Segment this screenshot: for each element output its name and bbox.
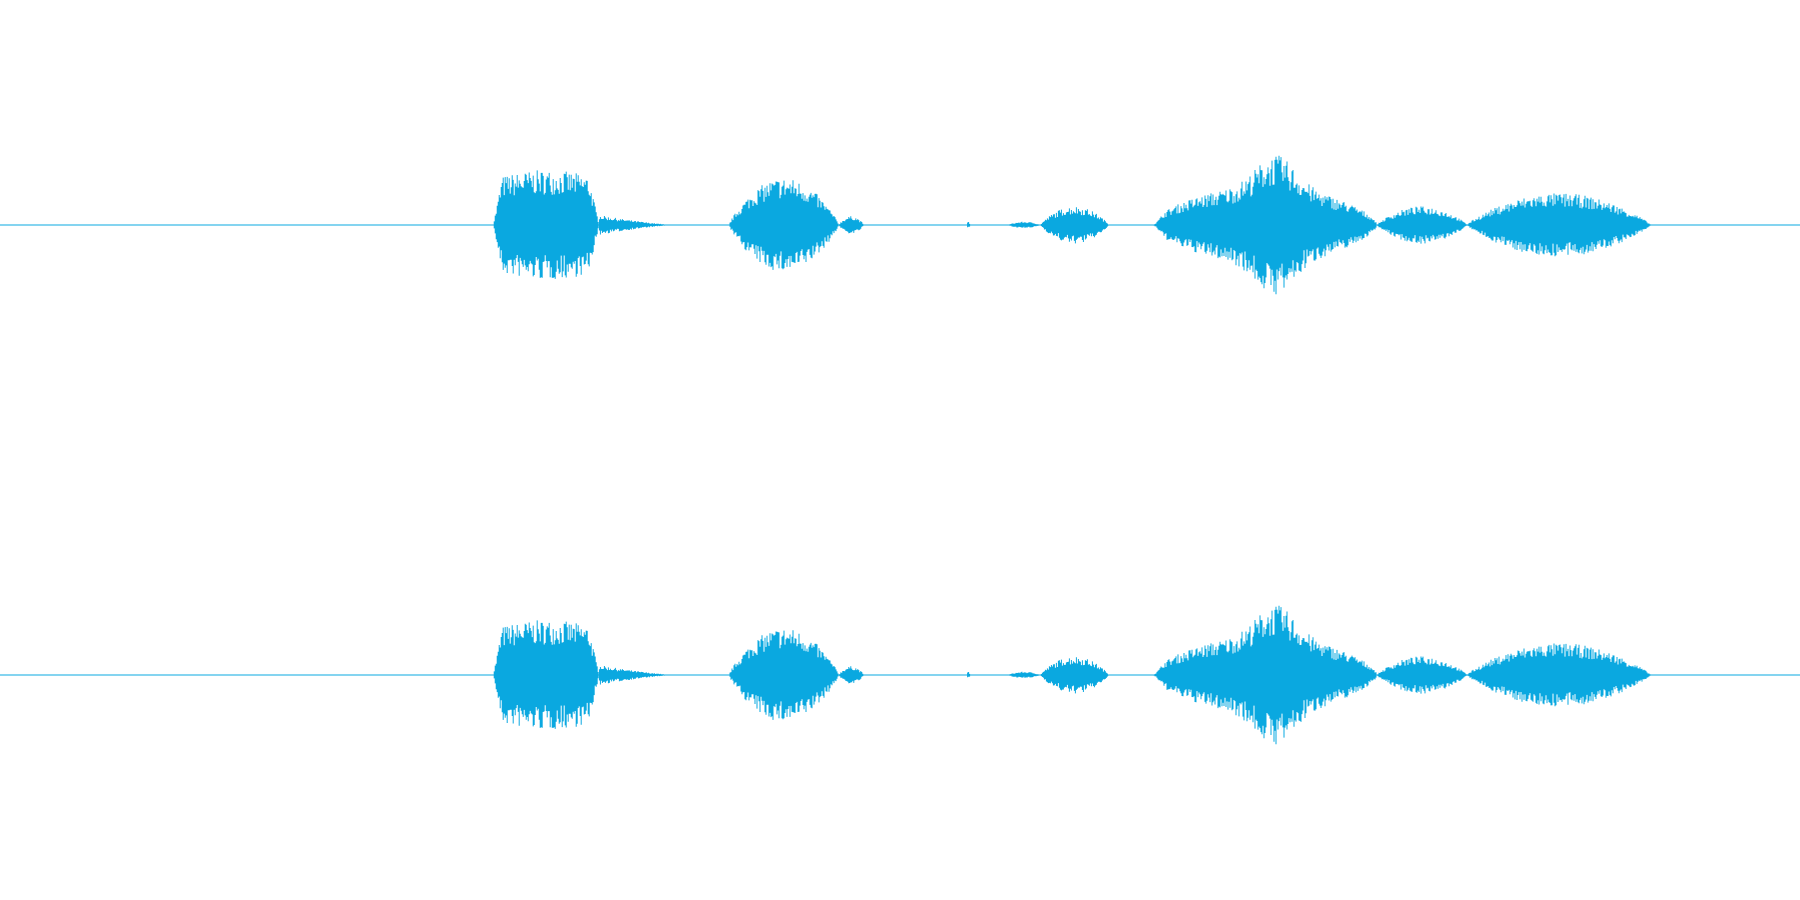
channel-2-waveform-segment-7	[1040, 657, 1109, 694]
channel-1-waveform-segment-2	[598, 216, 675, 235]
channel-1-track[interactable]	[0, 155, 1800, 295]
channel-2-waveform-segment-2	[598, 666, 675, 685]
channel-2-waveform-segment-10	[1467, 643, 1651, 707]
channel-1-waveform-segment-6	[1008, 221, 1041, 228]
channel-2-track[interactable]	[0, 605, 1800, 745]
channel-1-waveform-segment-10	[1467, 193, 1651, 257]
channel-1-waveform-segment-7	[1040, 207, 1109, 244]
channel-1-waveform-segment-3	[729, 180, 839, 270]
channel-1-waveform-segment-4	[839, 216, 865, 234]
channel-2-waveform-segment-5	[967, 672, 971, 678]
channel-2-waveform-segment-6	[1008, 671, 1041, 678]
channel-2-waveform-segment-3	[729, 630, 839, 720]
channel-1-waveform-segment-5	[967, 222, 971, 228]
channel-2-waveform-segment-1	[493, 620, 600, 729]
channel-2-waveform-segment-4	[839, 666, 865, 684]
channel-2-waveform-segment-8	[1152, 605, 1377, 745]
channel-1-waveform-segment-9	[1377, 206, 1467, 244]
channel-2-waveform-segment-9	[1377, 656, 1467, 694]
channel-1-waveform-segment-1	[493, 170, 600, 279]
channel-1-waveform-segment-8	[1152, 155, 1377, 295]
